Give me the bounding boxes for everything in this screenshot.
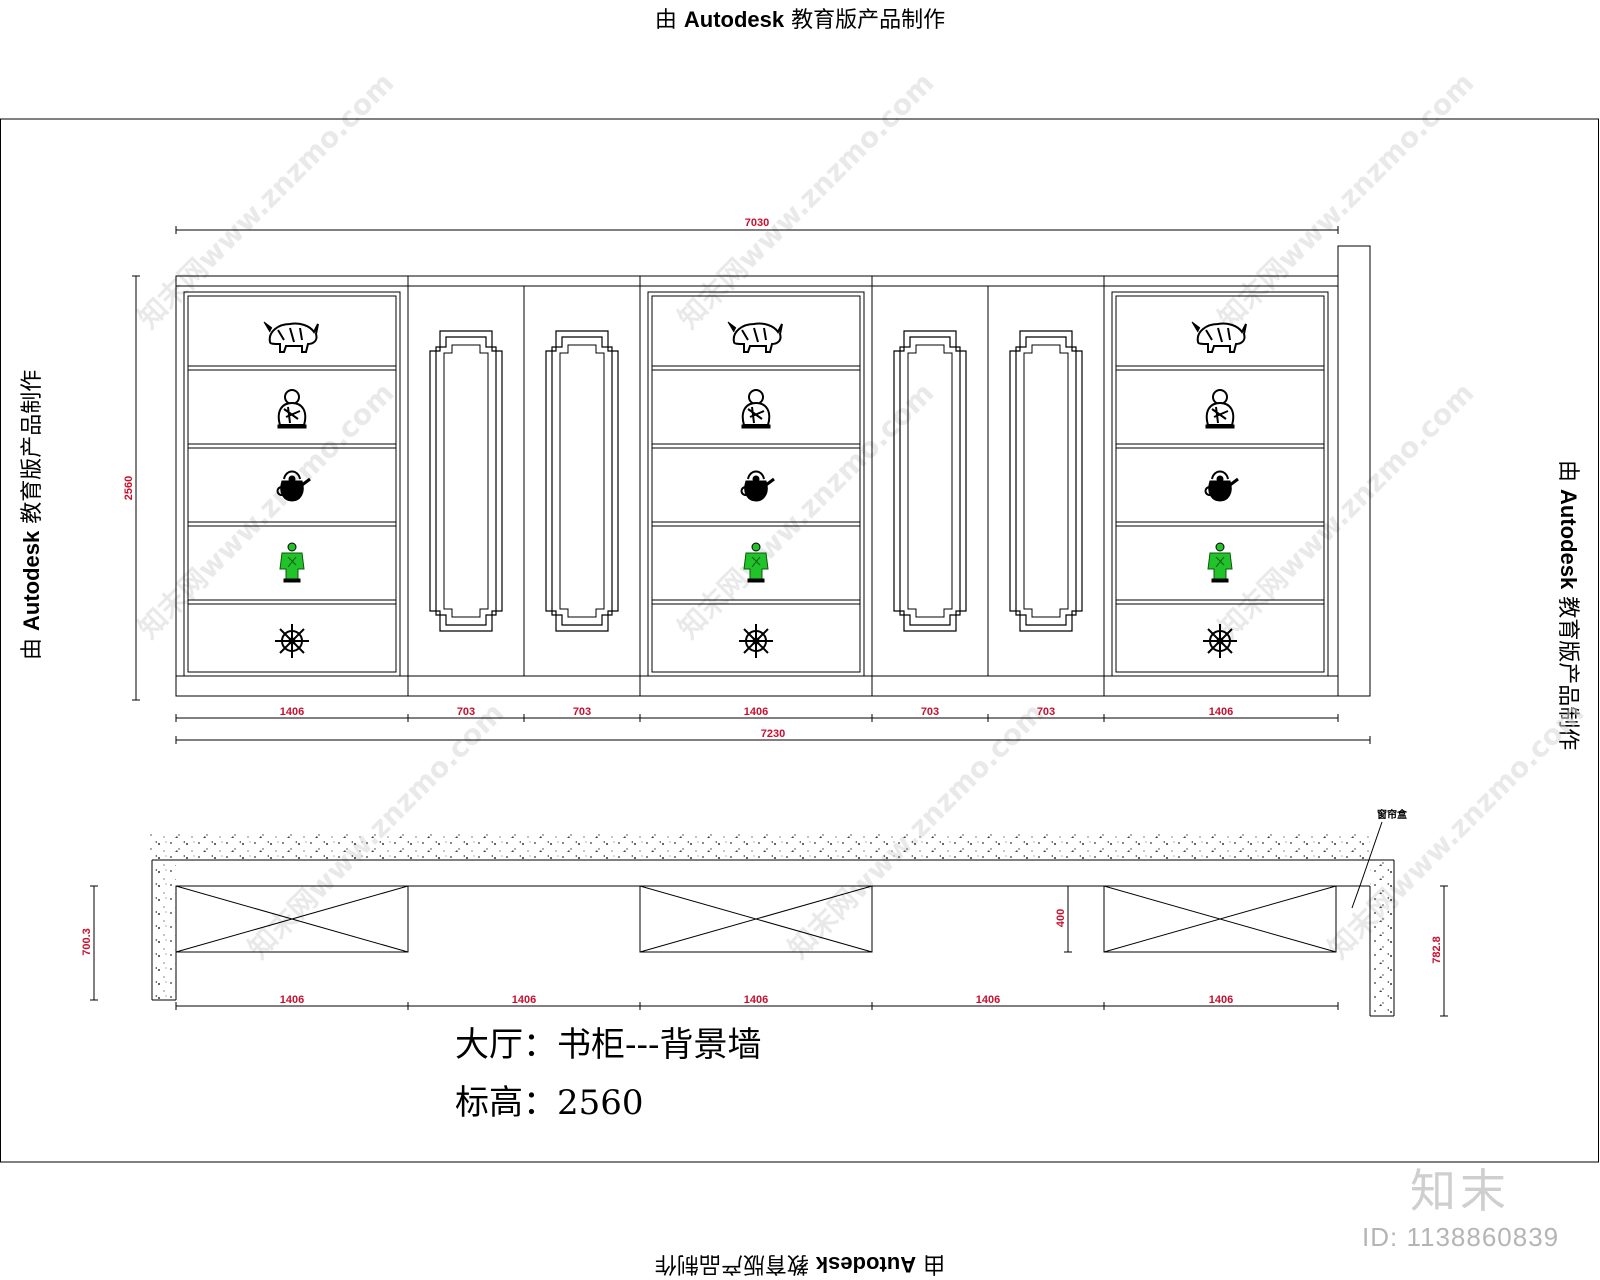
plan-dim-label: 1406 [512,994,536,1006]
rhino-figurine [263,321,319,353]
plan-segment-dimensions: 1406 1406 1406 1406 1406 [175,994,1339,1010]
brand-watermark: 知末 [1410,1164,1510,1218]
plan-dim-label: 1406 [280,994,304,1006]
plan-left-height-dimension [90,885,98,1001]
ship-wheel-ornament [274,623,310,659]
buddha-figurine [277,389,307,429]
cabinet-box-outline [175,885,409,953]
watermark-text: 知末网www.znzmo.com [132,66,401,335]
open-shelf-sections [183,291,1329,677]
elevation-dim-label: 1406 [744,706,768,718]
plan-dim-label: 1406 [744,994,768,1006]
drawing-title: 大厅：书柜---背景墙 [455,1025,761,1065]
shelf-frame-inner [187,295,397,673]
stamp-top: 由 Autodesk 教育版产品制作 [654,7,946,33]
plan-dim-label: 1406 [1209,994,1233,1006]
shelf-frame-inner [651,295,861,673]
elevation-dim-label: 703 [573,706,591,718]
watermark-text: 知末网www.znzmo.com [1322,696,1591,965]
cabinet-box-outline [1103,885,1337,953]
cabinet-box-diagonal [639,885,873,953]
height-dimension [132,275,140,701]
door-lattice-panel [1009,330,1083,632]
dim-plan-left: 700.3 [81,928,93,956]
teapot-figurine [1204,470,1240,503]
drawing-frame [0,118,1599,1163]
bottom-total-dimension [175,736,1371,744]
dim-height: 2560 [123,476,135,500]
top-dimension [175,226,1339,234]
door-lattice-panel [429,330,503,632]
bookcase-elevation [175,245,1371,697]
ship-wheel-ornament [738,623,774,659]
watermark-layer: 知末网www.znzmo.com 知末网www.znzmo.com 知末网www.z… [132,66,1591,965]
cabinet-box-outline [639,885,873,953]
cabinet-box-diagonal [1103,885,1337,953]
door-lattice-panel [545,330,619,632]
watermark-text: 知末网www.znzmo.com [242,696,511,965]
watermark-text: 知末网www.znzmo.com [782,696,1051,965]
shelf-unit [1111,291,1329,677]
elevation-dim-label: 703 [1037,706,1055,718]
buddha-figurine [1205,389,1235,429]
door-lattice-panel [893,330,967,632]
image-id: ID: 1138860839 [1362,1222,1560,1252]
shelf-unit [183,291,401,677]
elevation-dim-label: 1406 [280,706,304,718]
dim-top-total: 7030 [745,217,769,229]
shelf-frame-inner [1115,295,1325,673]
ceiling-plan [150,821,1395,1017]
elevation-dim-label: 703 [457,706,475,718]
upper-cabinets-plan [175,885,1337,953]
upper-cabinet-box [175,885,409,953]
upper-cabinet-box [639,885,873,953]
plan-dim-label: 1406 [976,994,1000,1006]
dim-plan-depth: 400 [1055,909,1067,927]
concrete-slab [150,834,1370,860]
plan-depth-dimension [1064,885,1072,953]
plan-right-height-dimension [1440,885,1448,1017]
warrior-figurine [279,542,305,583]
elevation-label: 标高：2560 [455,1083,644,1123]
warrior-figurine [1207,542,1233,583]
ship-wheel-ornament [1202,623,1238,659]
elevation-dim-label: 703 [921,706,939,718]
end-post [1337,245,1371,697]
elevation-segment-dimensions: 1406 703 703 1406 703 703 1406 [175,706,1339,722]
dim-bottom-total: 7230 [761,728,785,740]
elevation-dim-label: 1406 [1209,706,1233,718]
rhino-figurine [727,321,783,353]
buddha-figurine [741,389,771,429]
watermark-text: 知末网www.znzmo.com [672,66,941,335]
teapot-figurine [740,470,776,503]
cabinet-box-diagonal [175,885,409,953]
concrete-wall-right [1370,860,1394,1016]
upper-cabinet-box [1103,885,1337,953]
watermark-text: 知末网www.znzmo.com [132,376,401,645]
shelf-frame [647,291,865,677]
dim-plan-right: 782.8 [1431,936,1443,964]
curtain-box-label: 窗帘盒 [1377,808,1408,821]
watermark-text: 知末网www.znzmo.com [1212,376,1481,645]
watermark-text: 知末网www.znzmo.com [1212,66,1481,335]
shelf-frame [1111,291,1329,677]
shelf-frame [183,291,401,677]
concrete-wall-left [152,860,176,1000]
shelf-unit [647,291,865,677]
